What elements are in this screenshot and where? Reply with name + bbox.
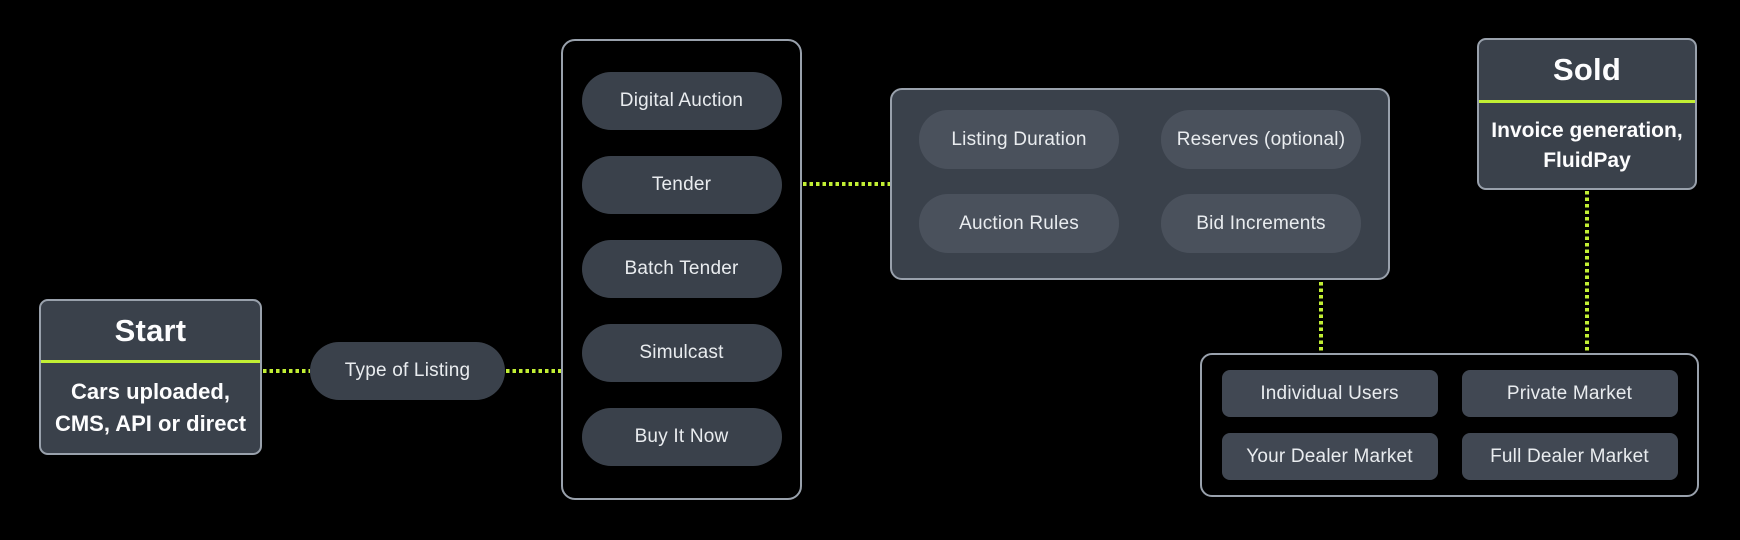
start-description-line1: Cars uploaded, bbox=[71, 379, 230, 404]
setting-pill-listing-duration: Listing Duration bbox=[919, 110, 1119, 169]
listing-type-pill-batch-tender: Batch Tender bbox=[581, 240, 782, 298]
setting-pill-bid-increments: Bid Increments bbox=[1161, 194, 1361, 253]
setting-pill-auction-rules: Auction Rules bbox=[919, 194, 1119, 253]
market-rect-full-dealer-market: Full Dealer Market bbox=[1461, 433, 1678, 480]
start-description-line2: CMS, API or direct bbox=[54, 411, 247, 436]
sold-divider bbox=[1479, 100, 1695, 103]
market-rect-individual-users: Individual Users bbox=[1221, 370, 1438, 417]
sold-node: Sold Invoice generation, FluidPay bbox=[1477, 38, 1697, 190]
connector-sold-to-markets bbox=[1585, 191, 1589, 353]
market-rect-your-dealer-market: Your Dealer Market bbox=[1221, 433, 1438, 480]
sold-description-line1: Invoice generation, bbox=[1491, 118, 1683, 142]
market-rect-private-market: Private Market bbox=[1461, 370, 1678, 417]
listing-type-pill-buy-it-now: Buy It Now bbox=[581, 408, 782, 466]
listing-types-container: Digital Auction Tender Batch Tender Simu… bbox=[561, 39, 802, 500]
auction-settings-container: Listing Duration Reserves (optional) Auc… bbox=[890, 88, 1390, 280]
start-node: Start Cars uploaded, CMS, API or direct bbox=[39, 299, 262, 455]
connector-start-to-type bbox=[263, 369, 310, 373]
markets-container: Individual Users Private Market Your Dea… bbox=[1200, 353, 1699, 497]
listing-type-pill-digital-auction: Digital Auction bbox=[581, 72, 782, 130]
type-of-listing-pill: Type of Listing bbox=[310, 342, 505, 400]
start-description: Cars uploaded, CMS, API or direct bbox=[41, 363, 260, 453]
setting-pill-reserves: Reserves (optional) bbox=[1161, 110, 1361, 169]
start-divider bbox=[41, 360, 260, 363]
sold-description-line2: FluidPay bbox=[1543, 148, 1631, 172]
start-title: Start bbox=[114, 312, 187, 348]
connector-listing-to-settings bbox=[803, 182, 890, 186]
sold-title: Sold bbox=[1553, 52, 1621, 87]
sold-description: Invoice generation, FluidPay bbox=[1479, 103, 1695, 188]
connector-settings-to-markets bbox=[1319, 282, 1323, 353]
listing-type-pill-tender: Tender bbox=[581, 156, 782, 214]
listing-type-pill-simulcast: Simulcast bbox=[581, 324, 782, 382]
connector-type-to-listing bbox=[506, 369, 561, 373]
